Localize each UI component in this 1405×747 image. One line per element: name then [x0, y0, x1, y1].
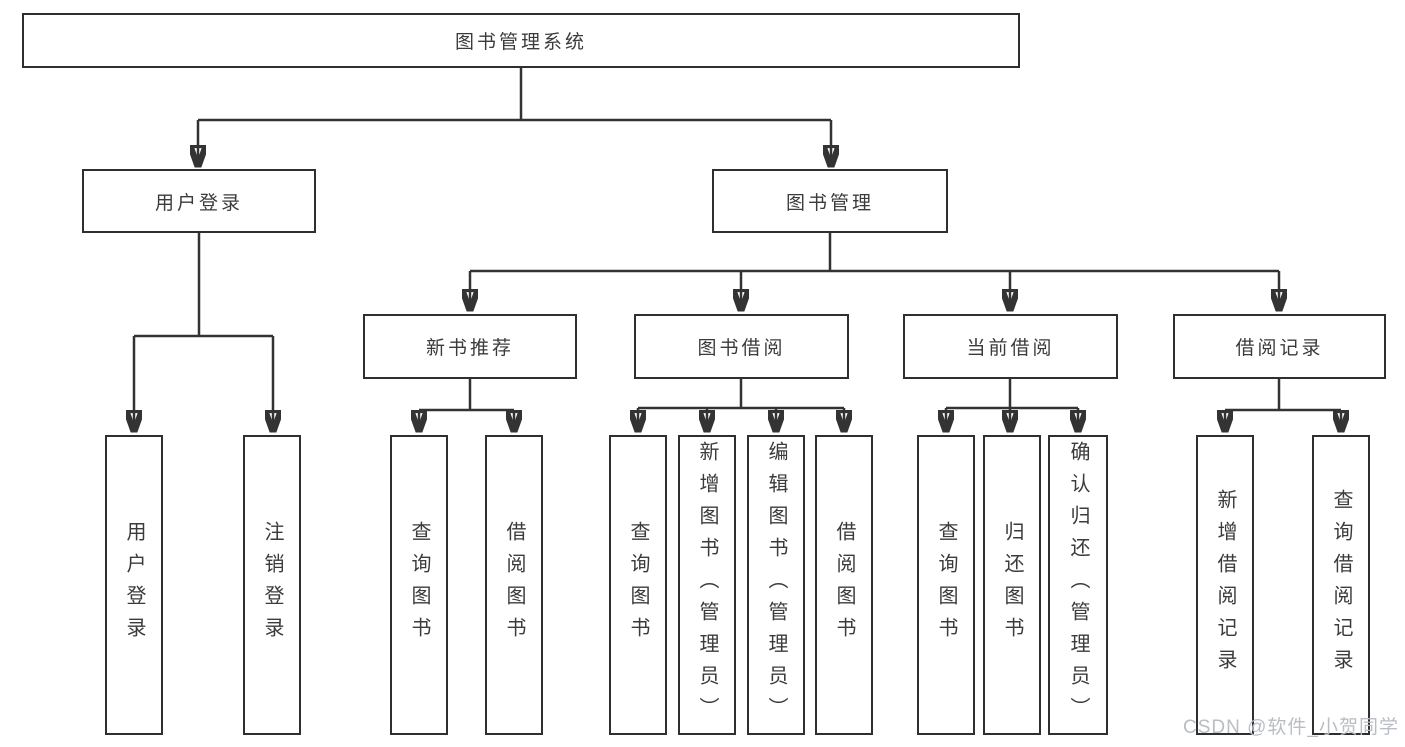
leaf-query-books-recommend: 查询图书	[390, 435, 448, 735]
node-new-book-recommend: 新书推荐	[363, 314, 577, 379]
leaf-borrow-books: 借阅图书	[815, 435, 873, 735]
leaf-logout: 注销登录	[243, 435, 301, 735]
node-root-system: 图书管理系统	[22, 13, 1020, 68]
node-book-management-branch: 图书管理	[712, 169, 948, 233]
connector-arrows	[134, 120, 1341, 432]
leaf-edit-book-admin: 编辑图书（管理员）	[747, 435, 805, 735]
leaf-user-login: 用户登录	[105, 435, 163, 735]
node-current-borrow: 当前借阅	[903, 314, 1118, 379]
watermark-text: CSDN @软件_小贺同学	[1183, 717, 1399, 738]
leaf-add-borrow-record: 新增借阅记录	[1196, 435, 1254, 735]
leaf-return-book: 归还图书	[983, 435, 1041, 735]
node-borrow-records: 借阅记录	[1173, 314, 1386, 379]
leaf-query-books-current: 查询图书	[917, 435, 975, 735]
leaf-add-book-admin: 新增图书（管理员）	[678, 435, 736, 735]
leaf-query-books-borrow: 查询图书	[609, 435, 667, 735]
leaf-borrow-books-recommend: 借阅图书	[485, 435, 543, 735]
leaf-query-borrow-record: 查询借阅记录	[1312, 435, 1370, 735]
node-user-login-branch: 用户登录	[82, 169, 316, 233]
leaf-confirm-return-admin: 确认归还（管理员）	[1048, 435, 1108, 735]
connector-trunks	[134, 68, 1341, 412]
node-book-borrow: 图书借阅	[634, 314, 849, 379]
